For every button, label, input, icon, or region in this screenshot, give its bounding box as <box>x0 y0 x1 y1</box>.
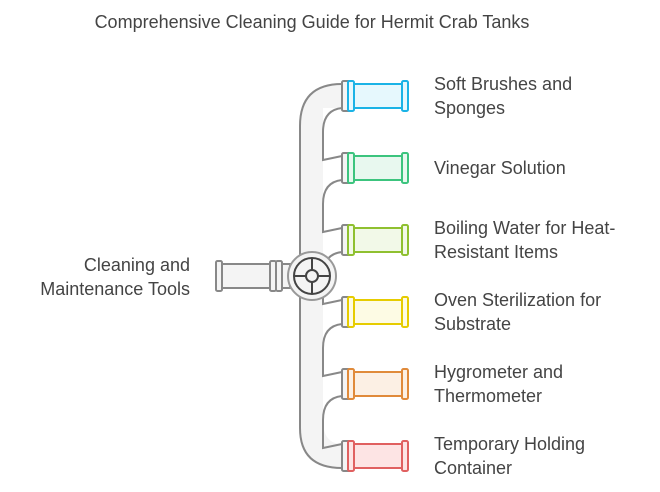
branch-pipe <box>351 371 405 397</box>
branch-flange <box>401 152 409 184</box>
branch-label: Vinegar Solution <box>434 156 654 180</box>
branch-pipe <box>351 299 405 325</box>
source-label-line1: Cleaning and <box>83 255 190 275</box>
source-flange <box>275 260 283 292</box>
branch-label: Boiling Water for Heat- Resistant Items <box>434 216 654 264</box>
branch-flange <box>347 152 355 184</box>
branch-label-line1: Temporary Holding <box>434 434 586 454</box>
source-label-line2: Maintenance Tools <box>40 279 190 299</box>
branch-flange <box>347 80 355 112</box>
branch-flange <box>401 224 409 256</box>
branch-label-line1: Hygrometer and <box>434 362 564 382</box>
branch-pipe <box>351 83 405 109</box>
branch-flange <box>401 80 409 112</box>
branch-flange <box>347 296 355 328</box>
branch-flange <box>401 296 409 328</box>
branch-label-line1: Soft Brushes and <box>434 74 573 94</box>
branch-pipe <box>351 443 405 469</box>
branch-flange <box>347 440 355 472</box>
branch-label-line2: Sponges <box>434 98 506 118</box>
branch-flange <box>347 224 355 256</box>
branch-label-line2: Container <box>434 458 513 478</box>
branch-label-line2: Substrate <box>434 314 512 334</box>
branch-flange <box>401 440 409 472</box>
branch-label-line2: Resistant Items <box>434 242 559 262</box>
branch-pipe <box>351 227 405 253</box>
branch-flange <box>401 368 409 400</box>
branch-pipe <box>351 155 405 181</box>
branch-label-line1: Boiling Water for Heat- <box>434 218 616 238</box>
branch-flange <box>347 368 355 400</box>
branch-label-line1: Vinegar Solution <box>434 158 566 178</box>
source-flange <box>215 260 223 292</box>
valve-hub-icon <box>305 269 319 283</box>
diagram-title: Comprehensive Cleaning Guide for Hermit … <box>94 12 530 32</box>
branch-label-line2: Thermometer <box>434 386 543 406</box>
valve-spokes-icon <box>294 258 330 294</box>
source-label: Cleaning and Maintenance Tools <box>40 253 190 301</box>
branch-label-line1: Oven Sterilization for <box>434 290 602 310</box>
